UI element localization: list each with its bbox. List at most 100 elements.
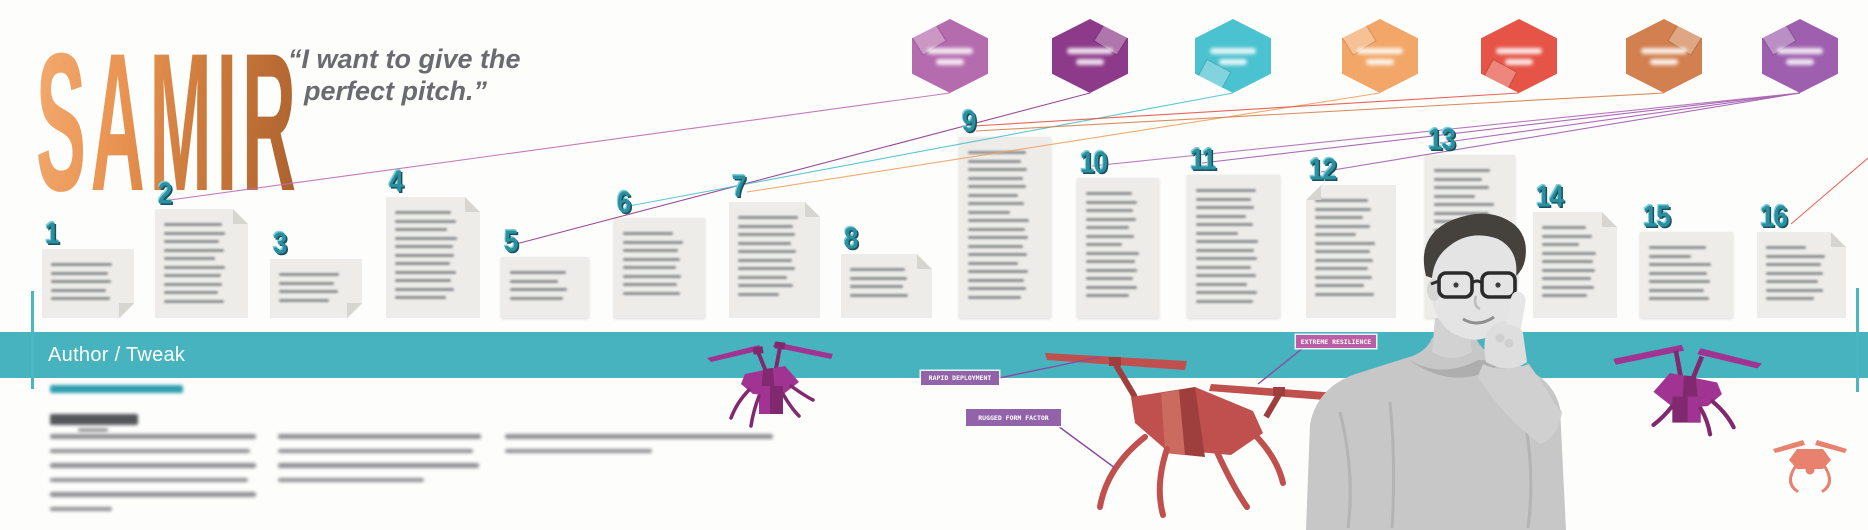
blurred-text-line [1434,169,1490,173]
blurred-text-line [1086,251,1139,255]
document-number: 12 [1309,150,1337,187]
blurred-text-line [395,296,446,299]
blurred-body-line [50,492,256,497]
document-card [270,259,362,318]
feature-callout-label: RAPID DEPLOYMENT [921,371,999,385]
hex-doc-connector [169,92,951,201]
blurred-text-line [1196,257,1257,261]
blurred-text-line [1315,250,1370,254]
blurred-body-line [505,448,652,453]
blurred-text-line [968,236,1028,240]
phase-band: Author / Tweak [0,332,1868,378]
blurred-text-line [968,185,1026,189]
blurred-text-line [623,291,680,295]
callout-leader-line [1257,347,1304,385]
blurred-text-line [1086,217,1136,221]
salmon-drone [1773,440,1847,493]
blurred-text-line [1542,243,1579,246]
document-card [155,209,248,318]
blurred-text-line [968,278,1024,282]
blurred-text-line [395,245,453,248]
blurred-hex-label [1067,48,1113,54]
document-card [959,137,1051,318]
blurred-text-line [1766,255,1825,258]
blurred-text-line [395,220,456,223]
document-number: 15 [1643,197,1671,234]
document-card [501,257,589,318]
hex-doc-connector [515,92,1091,245]
blurred-text-line [1196,231,1238,235]
blurred-text-line [850,277,907,280]
hex-doc-connector [975,92,1665,132]
document-card [1187,175,1280,318]
blurred-text-line [1086,260,1135,264]
blurred-text-line [1196,240,1258,244]
phase-band-label: Author / Tweak [48,344,186,366]
blurred-text-line [164,266,225,269]
blurred-text-line [395,254,454,257]
blurred-text-line [1086,277,1133,281]
blurred-hex-label [1777,48,1823,54]
hex-doc-connector [1439,92,1801,144]
document-card [614,218,705,318]
blurred-text-line [738,216,798,219]
blurred-text-line [164,283,222,286]
blurred-text-line [1196,189,1256,193]
blurred-text-line [738,242,791,245]
blurred-text-line [1649,246,1706,250]
callout-leader-line [998,356,1101,379]
blurred-text-line [1086,294,1129,298]
blurred-text-line [1086,268,1137,272]
hex-doc-connector [628,92,1234,207]
blurred-text-line [1315,216,1363,220]
document-number: 14 [1536,177,1564,214]
blurred-text-line [1086,192,1132,196]
blurred-text-line [279,299,329,302]
blurred-text-line [1196,282,1247,286]
blurred-body-line [50,463,256,468]
blurred-text-line [1434,203,1494,207]
blurred-text-line [1196,214,1246,218]
blurred-text-line [1315,258,1373,262]
blurred-text-line [968,253,1027,257]
blurred-text-line [968,193,1018,197]
blurred-body-line [50,448,250,453]
blurred-text-line [738,225,793,228]
blurred-hex-label [1496,48,1542,54]
blurred-text-line [850,268,905,271]
blurred-text-line [1196,274,1256,278]
blurred-text-line [738,250,796,253]
blurred-text-line [164,240,219,243]
blurred-text-line [1766,246,1806,249]
blurred-body-line [50,506,112,511]
blurred-hex-label [1210,48,1256,54]
blurred-text-line [395,279,451,282]
blurred-text-line [968,287,1026,291]
blurred-text-line [1196,248,1254,252]
blurred-text-line [968,244,1023,248]
blurred-text-line [1542,277,1591,280]
feature-callout-label: RUGGED FORM FACTOR [966,409,1061,426]
document-card [841,254,932,318]
blurred-text-line [1086,285,1137,289]
blurred-text-line [1434,177,1482,181]
blurred-text-line [1196,206,1254,210]
blurred-text-line [51,263,112,266]
blurred-text-line [164,232,225,235]
hex-doc-connector [746,92,1381,193]
blurred-text-line [968,261,1018,265]
feature-callout-label: EXTREME RESILIENCE [1296,335,1376,348]
blurred-text-line [51,280,111,283]
hex-doc-connector [1201,92,1801,164]
blurred-text-line [1086,243,1122,247]
blurred-hex-label [1786,59,1814,65]
blurred-text-line [279,273,339,276]
blurred-text-line [279,282,334,285]
blurred-hex-label [1076,59,1104,65]
document-number: 9 [962,102,977,139]
blurred-text-line [1086,200,1137,204]
blurred-subheading [78,428,108,432]
blurred-text-line [1649,297,1709,301]
blurred-text-line [1649,288,1704,292]
